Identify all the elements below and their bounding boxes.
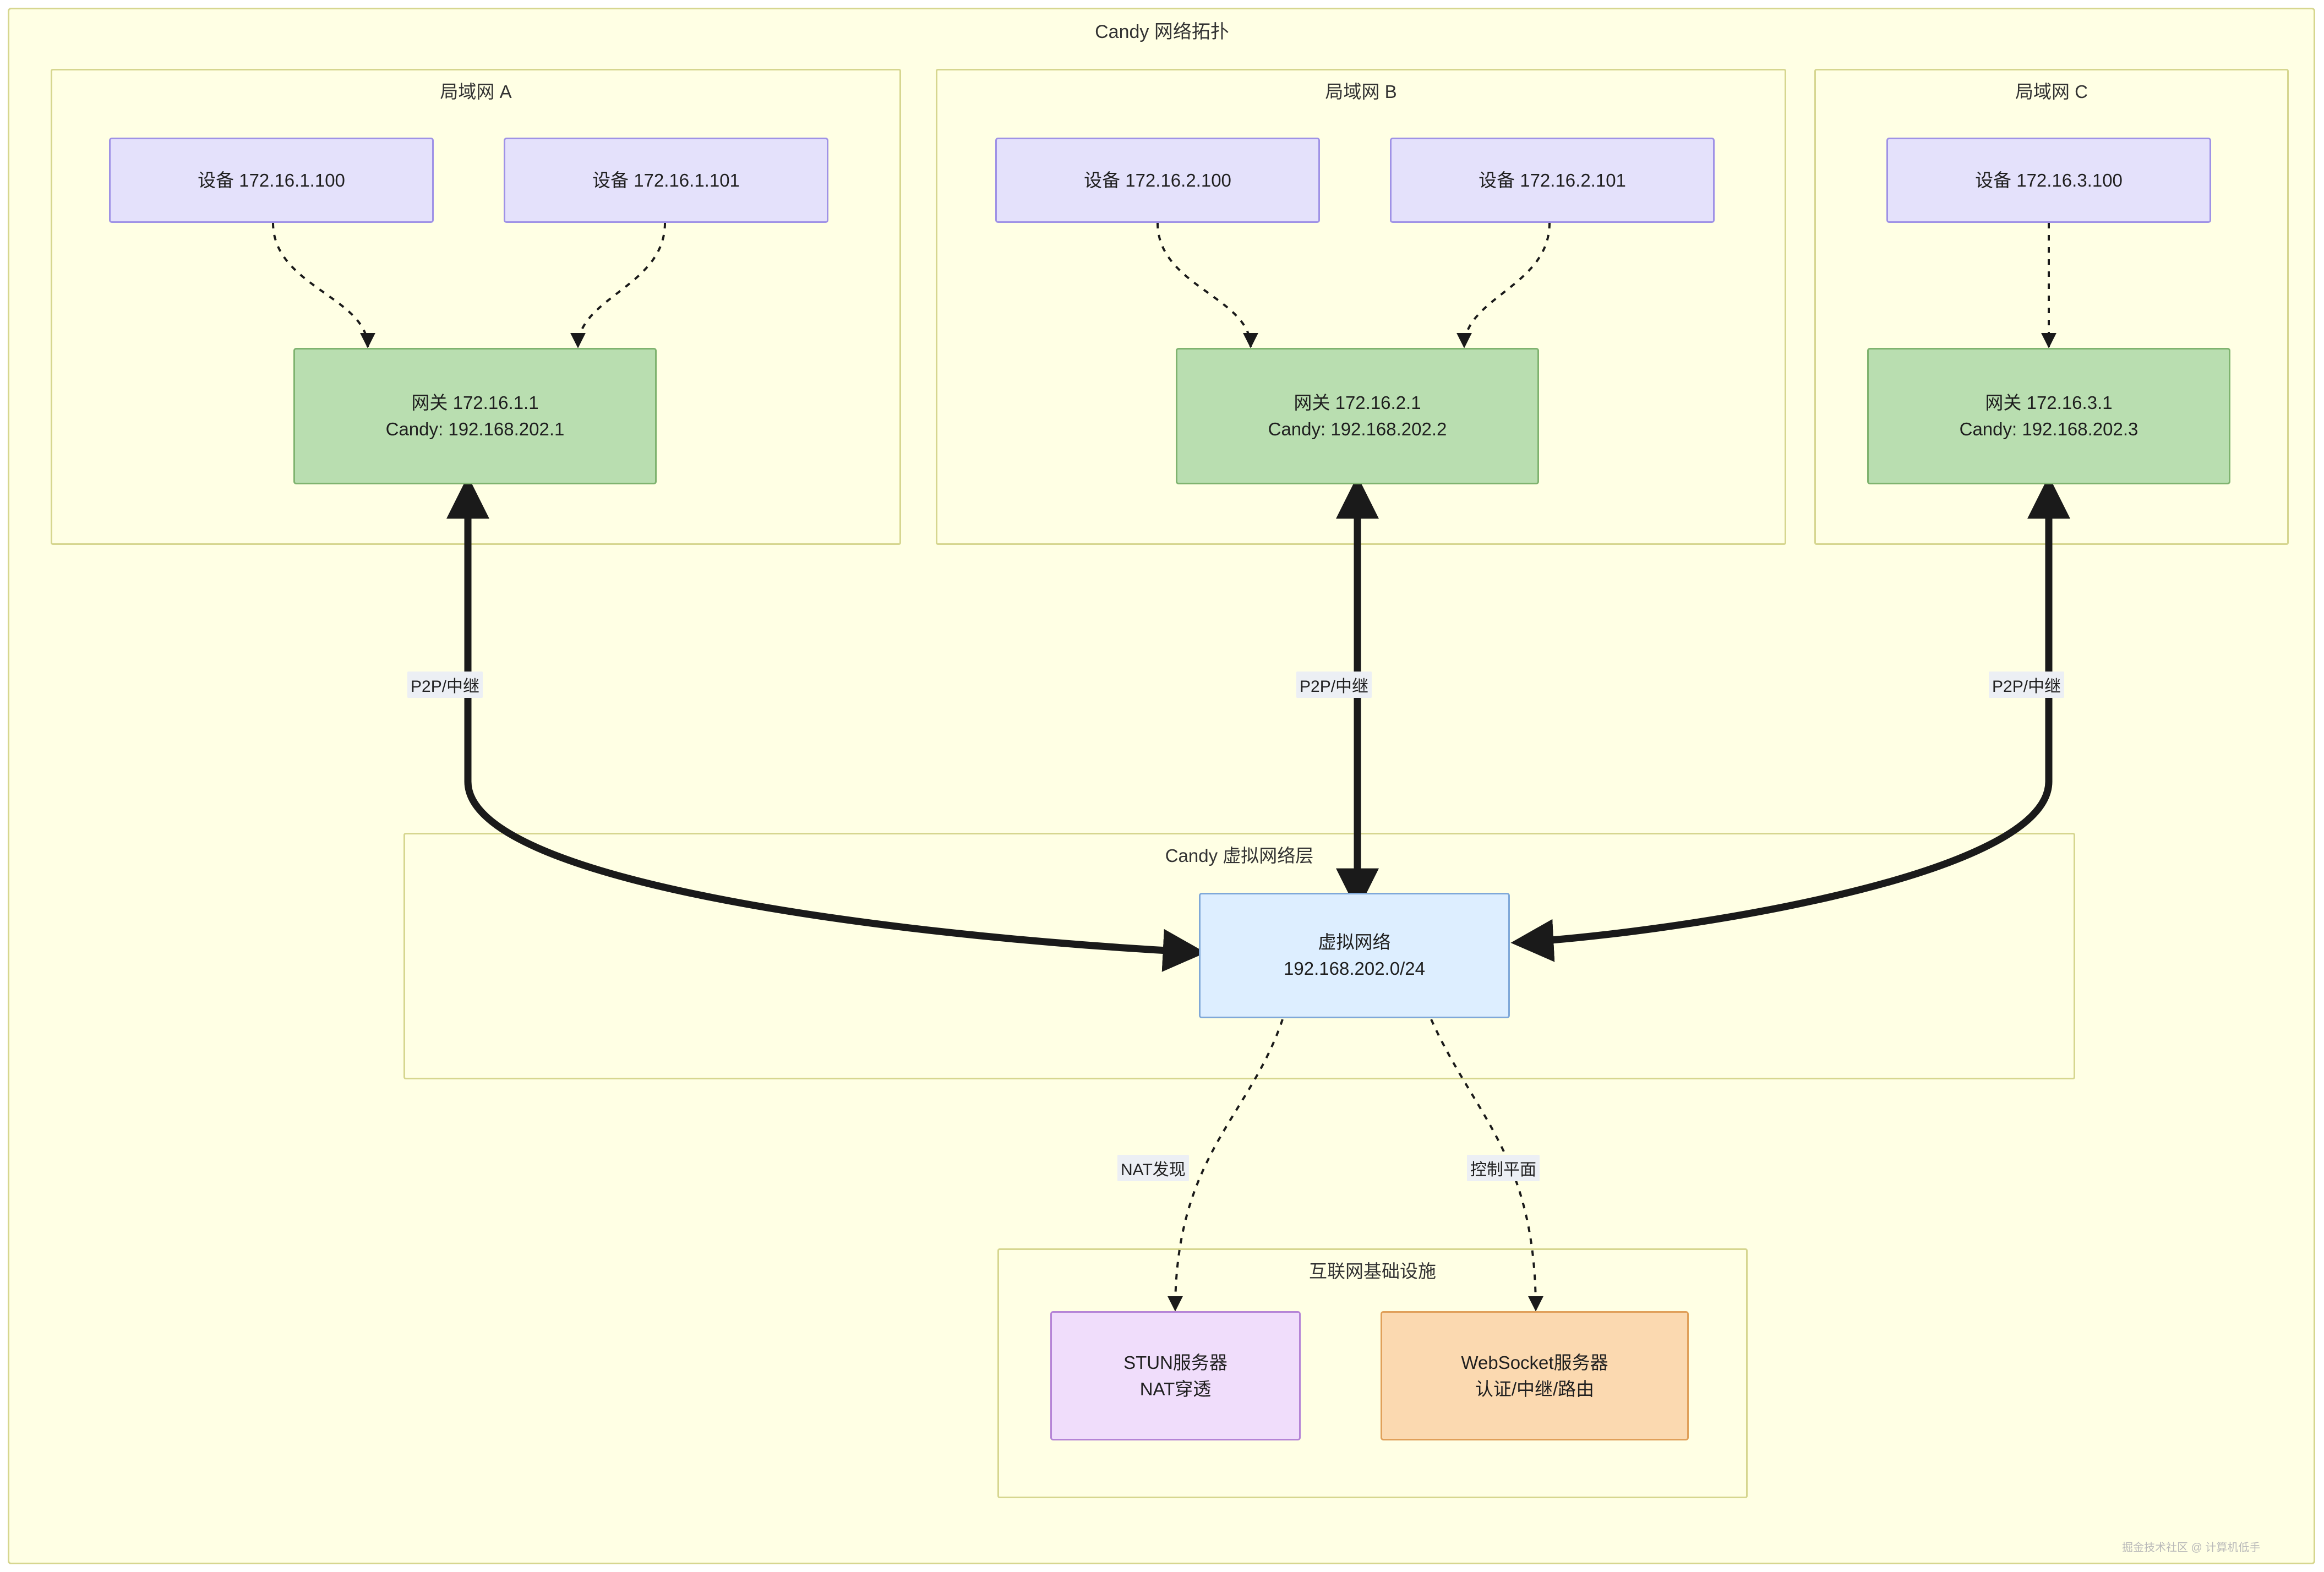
node-websocket-line2: 认证/中继/路由 bbox=[1475, 1378, 1595, 1399]
group-lan-b-title: 局域网 B bbox=[1325, 81, 1397, 102]
group-lan-a-title: 局域网 A bbox=[440, 81, 512, 102]
node-device-b2[interactable]: 设备 172.16.2.101 bbox=[1390, 138, 1715, 223]
node-gateway-c[interactable]: 网关 172.16.3.1 Candy: 192.168.202.3 bbox=[1867, 348, 2230, 484]
watermark: 掘金技术社区 @ 计算机低手 bbox=[2122, 1542, 2261, 1554]
node-device-a2[interactable]: 设备 172.16.1.101 bbox=[504, 138, 828, 223]
node-device-b1[interactable]: 设备 172.16.2.100 bbox=[995, 138, 1320, 223]
node-virtual-network[interactable]: 虚拟网络 192.168.202.0/24 bbox=[1199, 893, 1510, 1018]
node-websocket-line1: WebSocket服务器 bbox=[1461, 1352, 1608, 1373]
edge-label-nat-discovery: NAT发现 bbox=[1117, 1155, 1189, 1181]
group-lan-c-title: 局域网 C bbox=[2015, 81, 2088, 102]
node-gateway-a-line1: 网关 172.16.1.1 bbox=[411, 392, 539, 413]
node-device-b2-label: 设备 172.16.2.101 bbox=[1479, 170, 1626, 190]
node-virtual-line2: 192.168.202.0/24 bbox=[1284, 958, 1425, 979]
edge-label-p2p-a: P2P/中继 bbox=[407, 672, 483, 698]
node-device-c1-label: 设备 172.16.3.100 bbox=[1975, 170, 2123, 190]
node-gateway-a-line2: Candy: 192.168.202.1 bbox=[385, 419, 565, 439]
node-gateway-b[interactable]: 网关 172.16.2.1 Candy: 192.168.202.2 bbox=[1176, 348, 1539, 484]
group-internet-title: 互联网基础设施 bbox=[1309, 1261, 1436, 1281]
edge-label-p2p-b: P2P/中继 bbox=[1296, 672, 1372, 698]
node-device-b1-label: 设备 172.16.2.100 bbox=[1084, 170, 1231, 190]
node-gateway-b-line2: Candy: 192.168.202.2 bbox=[1268, 419, 1447, 439]
node-device-a2-label: 设备 172.16.1.101 bbox=[592, 170, 740, 190]
node-gateway-a[interactable]: 网关 172.16.1.1 Candy: 192.168.202.1 bbox=[293, 348, 657, 484]
node-device-a1-label: 设备 172.16.1.100 bbox=[198, 170, 345, 190]
node-stun-line2: NAT穿透 bbox=[1139, 1378, 1212, 1399]
group-virtual-layer-title: Candy 虚拟网络层 bbox=[1165, 845, 1314, 866]
node-device-a1[interactable]: 设备 172.16.1.100 bbox=[109, 138, 434, 223]
node-device-c1[interactable]: 设备 172.16.3.100 bbox=[1886, 138, 2211, 223]
diagram-title: Candy 网络拓扑 bbox=[1095, 21, 1229, 42]
node-gateway-c-line1: 网关 172.16.3.1 bbox=[1985, 392, 2113, 413]
edge-label-control-plane: 控制平面 bbox=[1467, 1155, 1540, 1181]
node-stun-line1: STUN服务器 bbox=[1123, 1352, 1228, 1373]
edge-label-p2p-c: P2P/中继 bbox=[1989, 672, 2065, 698]
node-stun-server[interactable]: STUN服务器 NAT穿透 bbox=[1050, 1311, 1301, 1440]
node-websocket-server[interactable]: WebSocket服务器 认证/中继/路由 bbox=[1381, 1311, 1689, 1440]
node-gateway-b-line1: 网关 172.16.2.1 bbox=[1294, 392, 1421, 413]
node-virtual-line1: 虚拟网络 bbox=[1318, 932, 1391, 953]
node-gateway-c-line2: Candy: 192.168.202.3 bbox=[1959, 419, 2138, 439]
